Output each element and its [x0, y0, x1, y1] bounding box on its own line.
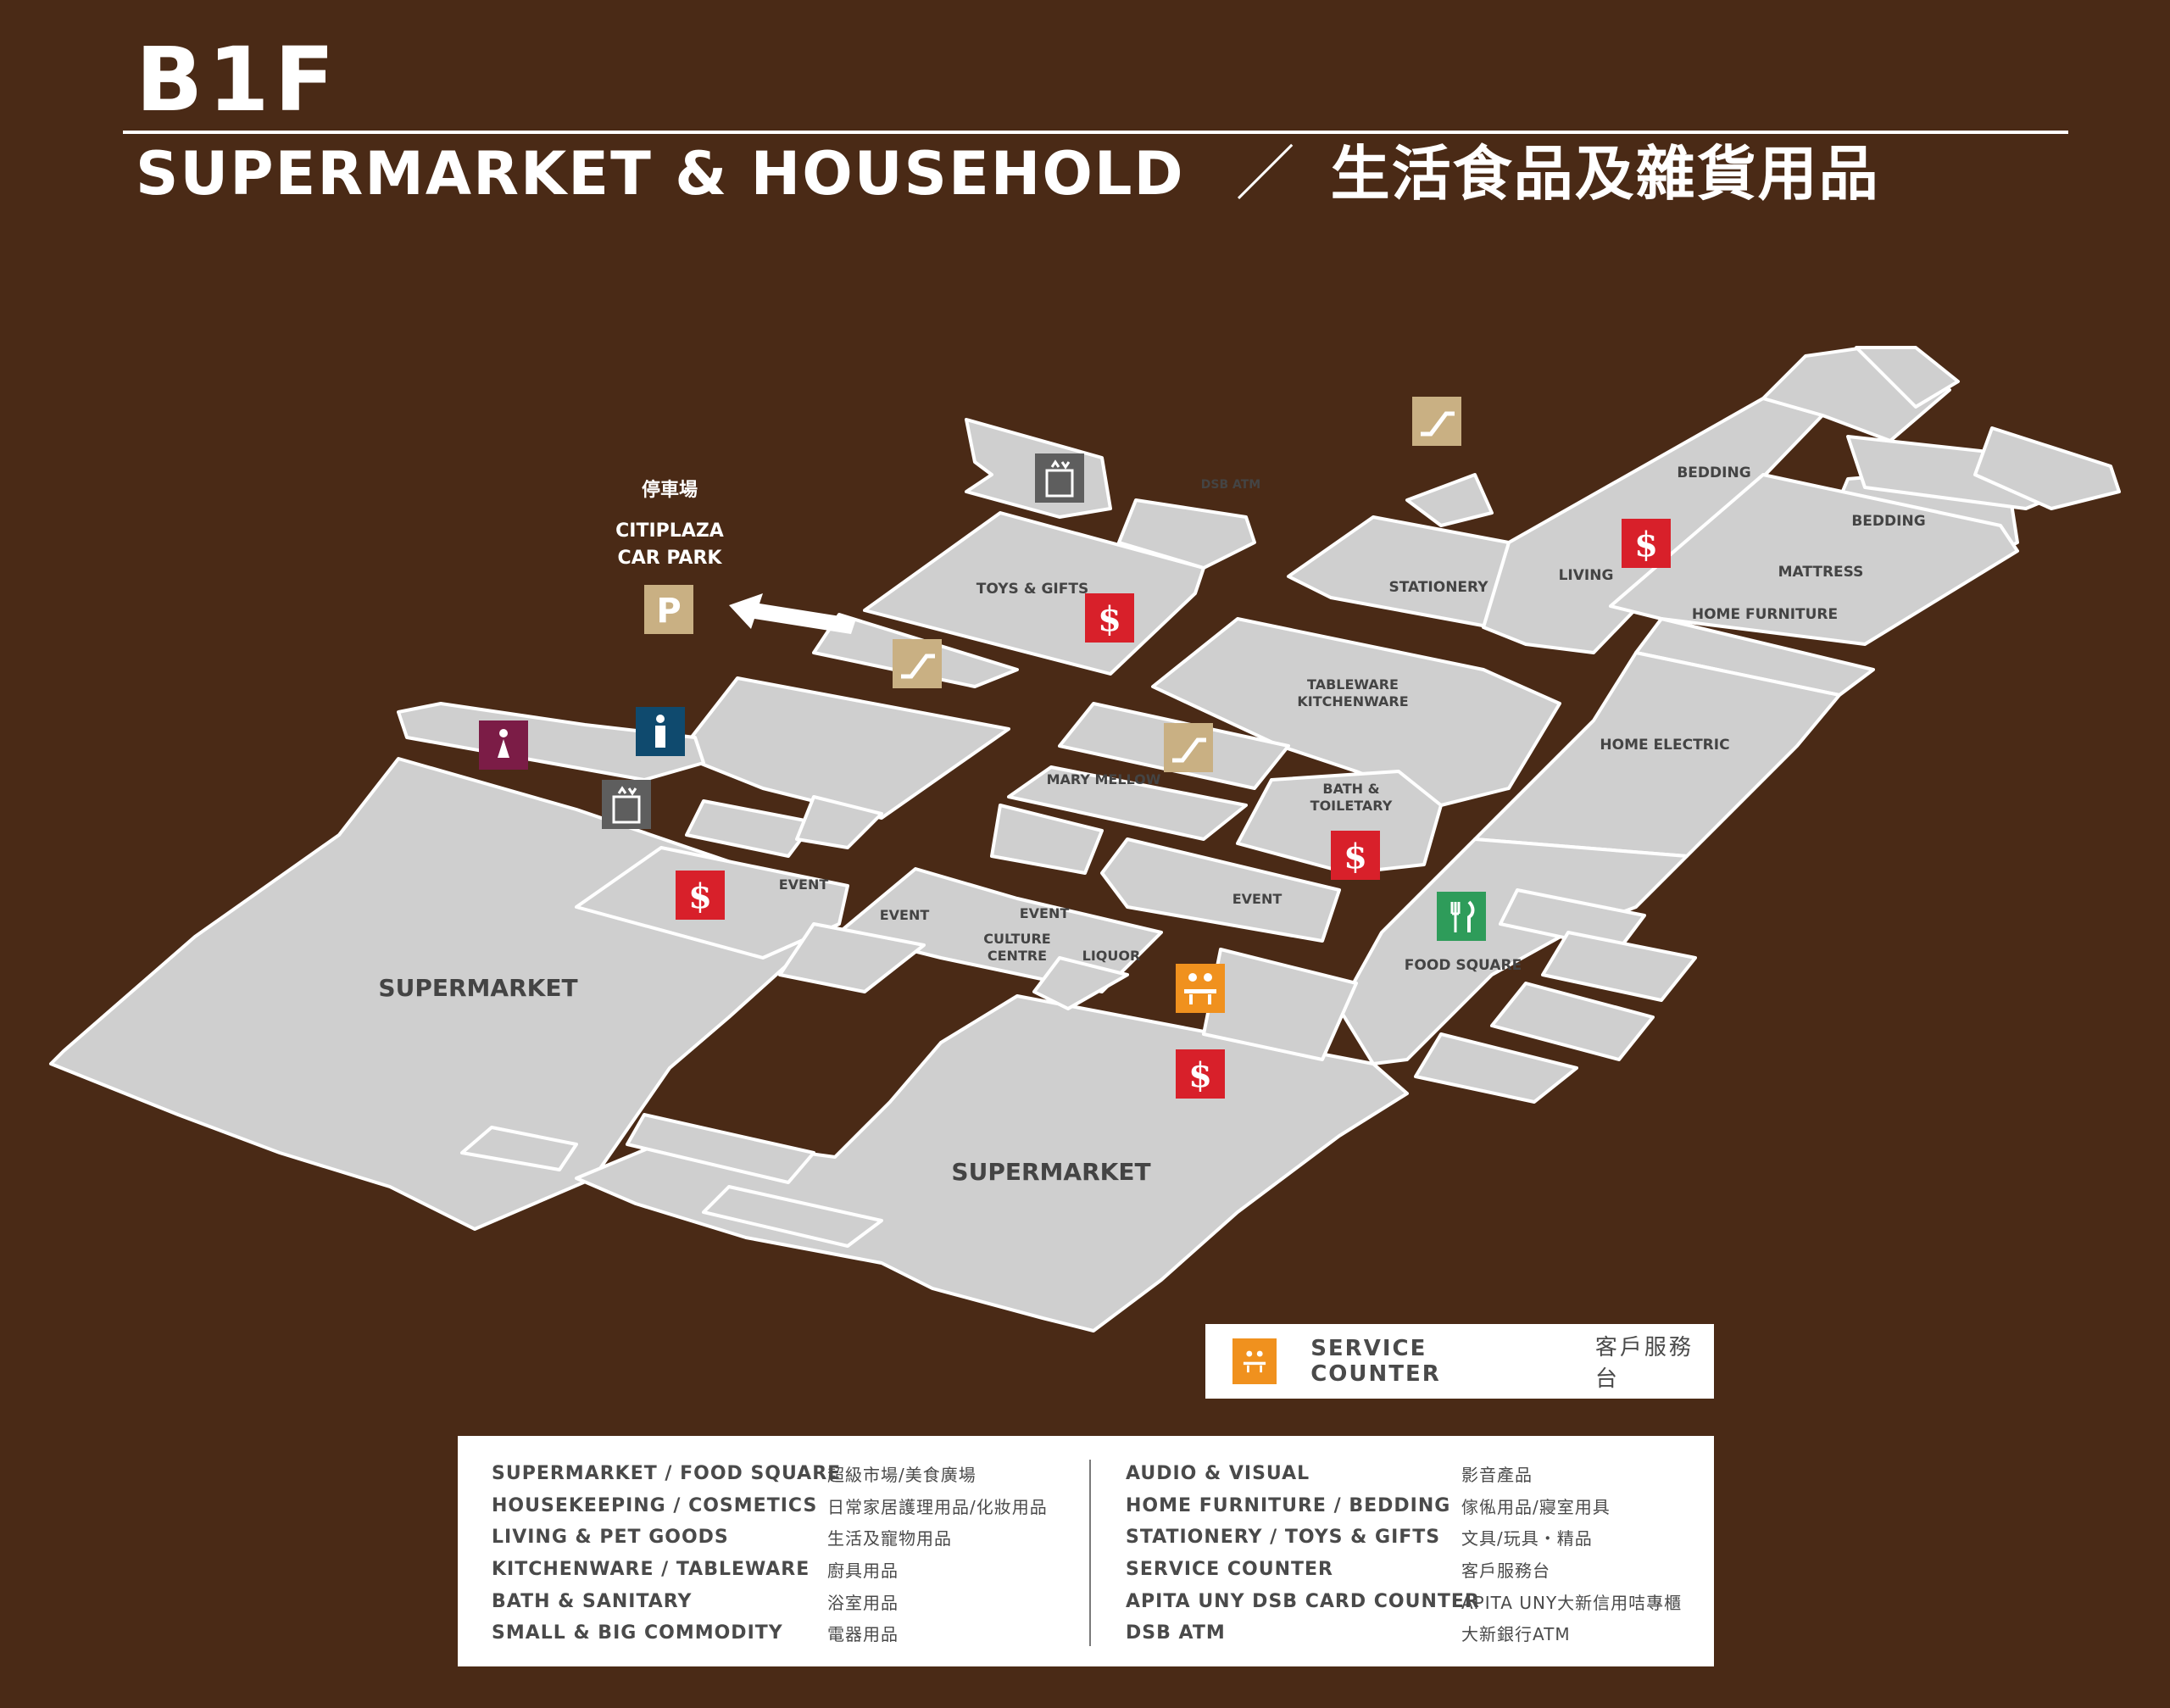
subtitle-zh: 生活食品及雜貨用品: [1330, 139, 1880, 209]
area-stationery-top: [1405, 473, 1494, 527]
subtitle-en: SUPERMARKET & HOUSEHOLD: [136, 139, 1185, 209]
label-tableware: TABLEWARE: [1307, 676, 1399, 693]
area-liquor: [1032, 956, 1129, 1010]
floor-subtitle: SUPERMARKET & HOUSEHOLD／生活食品及雜貨用品: [136, 144, 1880, 203]
cashier-dollar-icon[interactable]: $: [1622, 519, 1671, 568]
label-home-electric: HOME ELECTRIC: [1600, 737, 1729, 754]
lift-icon[interactable]: [602, 780, 651, 829]
dollar-glyph: $: [1188, 1055, 1212, 1095]
label-mattress: MATTRESS: [1778, 564, 1864, 581]
label-toys-gifts: TOYS & GIFTS: [976, 581, 1088, 598]
area-food-right-b: [1541, 931, 1697, 1002]
parking-label-zh: 停車場: [642, 479, 698, 501]
parking-label-line1: CITIPLAZA: [615, 520, 724, 542]
dollar-glyph: $: [1344, 837, 1367, 876]
area-mattress[interactable]: [1609, 473, 2019, 646]
area-bottom-strip-b: [460, 1126, 578, 1171]
label-bedding-a: BEDDING: [1677, 465, 1750, 481]
area-food-right-c: [1490, 982, 1655, 1061]
label-bedding-b: BEDDING: [1851, 513, 1925, 530]
service-legend-zh: 客戶服務台: [1594, 1335, 1694, 1392]
area-event-mid: [778, 922, 926, 993]
cashier-dollar-icon[interactable]: $: [676, 871, 725, 920]
area-food-right-d: [1414, 1032, 1578, 1104]
subtitle-separator: ／: [1235, 139, 1297, 209]
area-culture-centre[interactable]: [837, 867, 1163, 993]
legend-divider: [1089, 1460, 1091, 1646]
carpark-arrow: [729, 593, 856, 634]
label-bath: BATH &: [1322, 781, 1379, 797]
label-event-d: EVENT: [1232, 891, 1283, 907]
area-event-right[interactable]: [1100, 837, 1341, 943]
service-counter-icon[interactable]: [1176, 964, 1225, 1013]
lift-icon[interactable]: [1035, 453, 1084, 503]
area-food-square[interactable]: [1338, 837, 1689, 1065]
floor-title: B1F: [136, 28, 340, 131]
area-island-a: [990, 804, 1104, 875]
area-bath-toiletary[interactable]: [1236, 770, 1443, 875]
area-toys-corridor: [1117, 498, 1256, 570]
label-kitchenware: KITCHENWARE: [1297, 693, 1408, 709]
escalator-icon[interactable]: [893, 639, 942, 688]
dollar-glyph: $: [1098, 599, 1121, 639]
label-mary-mellow: MARY MELLOW: [1047, 771, 1161, 787]
female-toilet-icon[interactable]: [479, 720, 528, 770]
area-center-left[interactable]: [676, 676, 1010, 820]
dollar-glyph: $: [688, 876, 712, 916]
label-event-a: EVENT: [779, 876, 829, 893]
area-right-far: [1973, 426, 2121, 510]
service-counter-icon: [1232, 1338, 1277, 1384]
area-island-b: [795, 795, 883, 849]
label-centre: CENTRE: [988, 948, 1047, 964]
label-supermarket-left: SUPERMARKET: [378, 974, 577, 1002]
area-bottom-strip-a: [626, 1113, 815, 1184]
area-mid-shop: [1007, 765, 1248, 841]
label-home-furniture: HOME FURNITURE: [1692, 606, 1838, 623]
label-toiletary: TOILETARY: [1310, 798, 1393, 814]
cashier-dollar-icon[interactable]: $: [1176, 1049, 1225, 1099]
area-toilet-strip: [397, 702, 705, 782]
dollar-glyph: $: [1634, 525, 1658, 565]
area-top-corner: [1855, 346, 1960, 409]
escalator-icon[interactable]: [1164, 723, 1213, 772]
label-living: LIVING: [1559, 567, 1614, 584]
label-stationery: STATIONERY: [1388, 579, 1488, 596]
escalator-icon[interactable]: [1412, 397, 1461, 446]
area-bottom-strip-c: [702, 1185, 883, 1248]
label-event-c: EVENT: [1020, 905, 1070, 921]
service-legend-en: SERVICE COUNTER: [1310, 1336, 1441, 1387]
fork-knife-icon[interactable]: [1437, 892, 1486, 941]
title-divider: [123, 131, 2068, 134]
label-culture: CULTURE: [983, 931, 1050, 947]
label-liquor: LIQUOR: [1082, 948, 1141, 964]
parking-icon-letter: P: [656, 592, 681, 631]
label-dsb-atm: DSB ATM: [1201, 478, 1260, 492]
cashier-dollar-icon[interactable]: $: [1085, 593, 1134, 643]
label-event-b: EVENT: [880, 907, 930, 923]
service-counter-legend: SERVICE COUNTER 客戶服務台: [1205, 1324, 1714, 1399]
parking-icon[interactable]: P: [644, 585, 693, 634]
area-corridor-left: [685, 799, 815, 858]
male-toilet-icon[interactable]: [636, 707, 685, 756]
cashier-dollar-icon[interactable]: $: [1331, 831, 1380, 880]
parking-label-line2: CAR PARK: [618, 548, 723, 569]
label-food-square: FOOD SQUARE: [1405, 957, 1522, 974]
label-supermarket-bottom: SUPERMARKET: [951, 1158, 1150, 1186]
